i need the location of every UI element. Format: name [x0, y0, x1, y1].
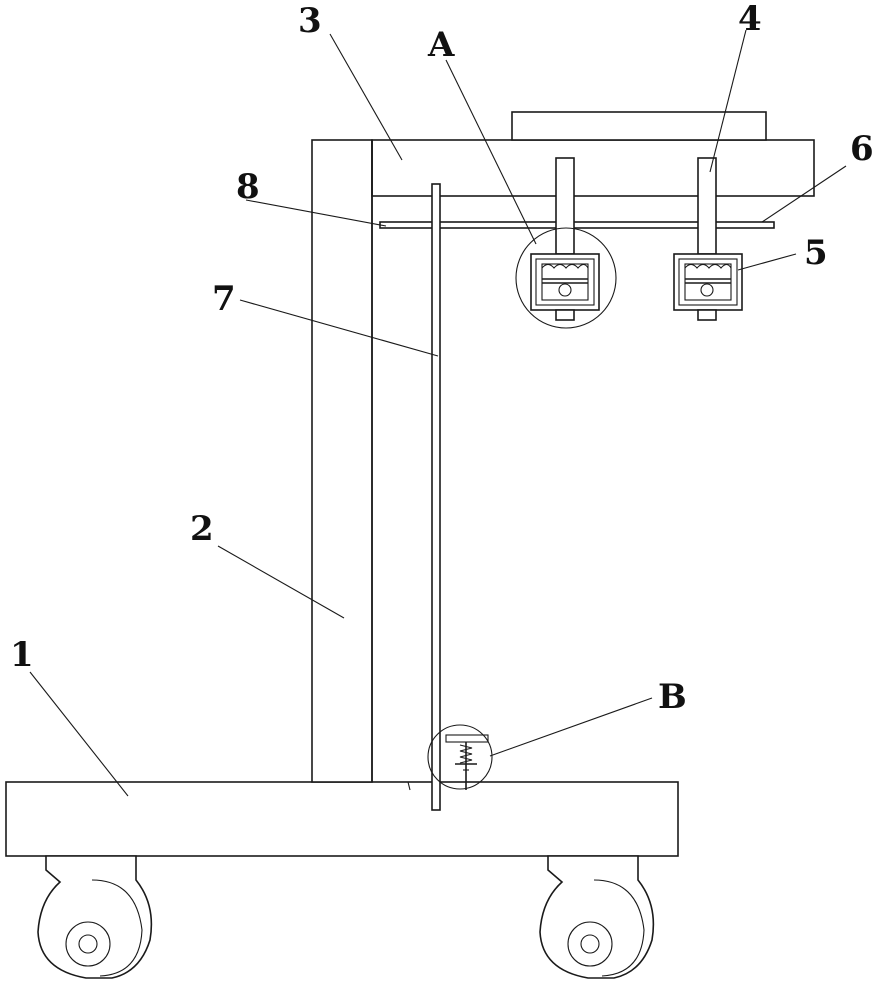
- spring-assembly: [445, 734, 489, 790]
- callout-4: 4: [738, 0, 762, 39]
- hanger-left: [555, 157, 575, 255]
- top-block: [511, 111, 767, 141]
- hanger-right: [697, 157, 717, 255]
- callout-b: B: [658, 677, 687, 717]
- callout-a: A: [427, 25, 455, 65]
- callout-1: 1: [10, 635, 34, 675]
- base-plate: [5, 781, 679, 857]
- callout-2: 2: [190, 509, 214, 549]
- rod: [431, 183, 441, 811]
- callout-8: 8: [236, 167, 260, 207]
- detail-circle-a: [515, 227, 617, 329]
- wheel-left: [37, 855, 153, 979]
- callout-5: 5: [804, 233, 828, 273]
- wheel-right: [539, 855, 655, 979]
- column: [311, 139, 373, 783]
- detail-circle-b: [427, 724, 493, 790]
- clamp-left: [530, 253, 600, 321]
- callout-7: 7: [212, 279, 236, 319]
- leader-lines: [29, 29, 847, 797]
- clamp-right: [673, 253, 743, 321]
- callout-6: 6: [850, 129, 874, 169]
- callout-3: 3: [298, 1, 322, 41]
